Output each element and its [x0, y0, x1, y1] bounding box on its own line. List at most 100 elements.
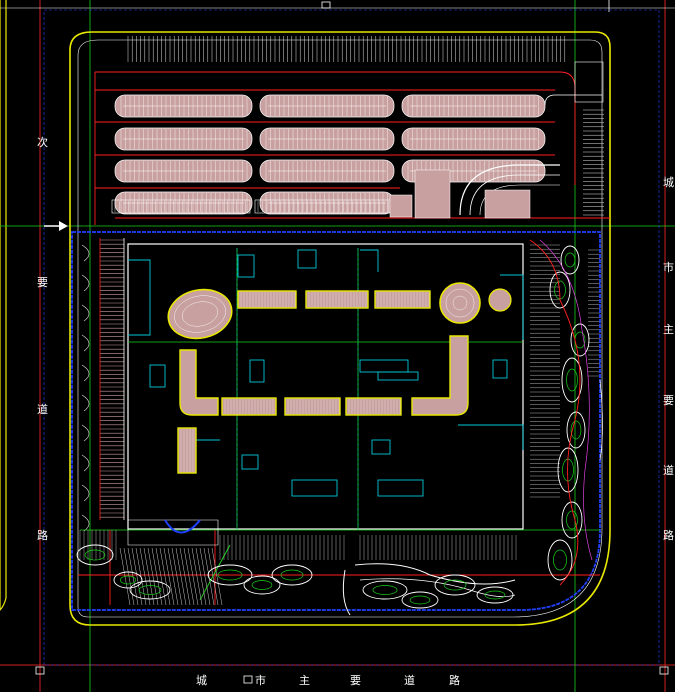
atrium-oval-left [167, 288, 233, 340]
bottom-road-char-4: 要 [350, 674, 361, 687]
north-parking-strip [127, 36, 566, 62]
skylight-bar [374, 290, 431, 309]
right-road-char-2: 市 [663, 261, 674, 274]
right-road-char-1: 城 [663, 176, 674, 189]
planter [547, 539, 573, 581]
right-road-char-3: 主 [663, 323, 674, 336]
planter [362, 580, 408, 600]
planter [434, 574, 476, 596]
bottom-road-char-5: 道 [404, 674, 415, 687]
skylight-bar [345, 397, 402, 416]
planting-curve [81, 484, 90, 502]
atrium-circle-right [439, 282, 512, 324]
hatch-line [175, 547, 187, 606]
planter-inner [553, 549, 567, 571]
hatch-line [179, 547, 191, 606]
hatch-line [187, 547, 199, 606]
planter [401, 591, 439, 609]
dimension-frame [43, 9, 660, 666]
skylight-bar [284, 397, 341, 416]
right-road-char-6: 路 [663, 529, 674, 542]
hatch-line [199, 547, 211, 606]
planter [560, 245, 580, 275]
planter [207, 564, 253, 586]
planter-inner [566, 510, 578, 530]
planting-curve [81, 514, 90, 532]
planting-curve [81, 304, 90, 322]
south-hatch-zone [79, 530, 517, 606]
site-boundary [69, 31, 611, 626]
planter [113, 571, 143, 589]
southeast-landscape [529, 239, 603, 586]
planting-curve [81, 454, 90, 472]
planting-curve [81, 364, 90, 382]
planter [271, 564, 313, 586]
hatch-line [163, 547, 175, 606]
planter [570, 323, 590, 357]
hatch-line [207, 547, 219, 606]
hatch-line [195, 547, 207, 606]
planter-inner [280, 569, 304, 581]
planter [76, 544, 114, 566]
inner-boundary [77, 39, 603, 618]
hatch-line [131, 547, 143, 606]
planter-inner [84, 549, 106, 561]
bottom-road-char-3: 主 [299, 674, 310, 687]
planter-inner [138, 585, 162, 595]
right-road-char-4: 要 [663, 394, 674, 407]
planter-inner [119, 575, 137, 585]
hatch-line [139, 547, 151, 606]
bottom-road-char-1: 城 [196, 674, 207, 687]
planter-inner [443, 579, 467, 591]
hatch-line [147, 547, 159, 606]
planter [557, 447, 579, 493]
east-parking-strip [530, 109, 604, 498]
skylight-l-shape [179, 349, 219, 416]
hatch-line [127, 547, 139, 606]
hatch-line [123, 547, 135, 606]
hatch-line [159, 547, 171, 606]
bottom-road-char-2: 市 [255, 674, 266, 687]
planting-curve [81, 394, 90, 412]
axis-markers [35, 1, 669, 684]
left-road-char-1: 次 [37, 136, 48, 149]
planter [561, 501, 583, 539]
planter [476, 586, 514, 604]
planting-curve [81, 244, 90, 262]
skylight-bar [237, 290, 297, 309]
planter [566, 411, 586, 449]
skylight-bar [305, 290, 369, 309]
hatch-line [183, 547, 195, 606]
planter-inner [484, 590, 506, 600]
northeast-ramp [389, 61, 604, 219]
planter-inner [564, 252, 576, 268]
hatch-line [211, 547, 223, 606]
hatch-line [171, 547, 183, 606]
planter [549, 271, 571, 309]
planting-curve [81, 274, 90, 292]
skylight-bars [177, 290, 469, 474]
parking-lot [111, 199, 251, 214]
hatch-line [191, 547, 203, 606]
planter-inner [409, 595, 431, 605]
planter-inner [570, 420, 582, 440]
south-plaza [78, 519, 600, 616]
main-block-blue-boundary [71, 231, 601, 611]
hatch-line [143, 547, 155, 606]
left-road-char-4: 路 [37, 529, 48, 542]
planter [561, 357, 583, 403]
hatch-line [151, 547, 163, 606]
planter-inner [251, 580, 273, 590]
arrow-right-icon [44, 221, 68, 231]
bottom-road-char-6: 路 [449, 674, 460, 687]
left-road-edge [0, 0, 7, 611]
hatch-line [155, 547, 167, 606]
right-road-char-5: 道 [663, 464, 674, 477]
planting-curve [81, 424, 90, 442]
hatch-line [167, 547, 179, 606]
planter-inner [217, 569, 243, 581]
north-parking-lots [111, 94, 546, 215]
north-road-lines [94, 71, 610, 225]
hatch-line [203, 547, 215, 606]
